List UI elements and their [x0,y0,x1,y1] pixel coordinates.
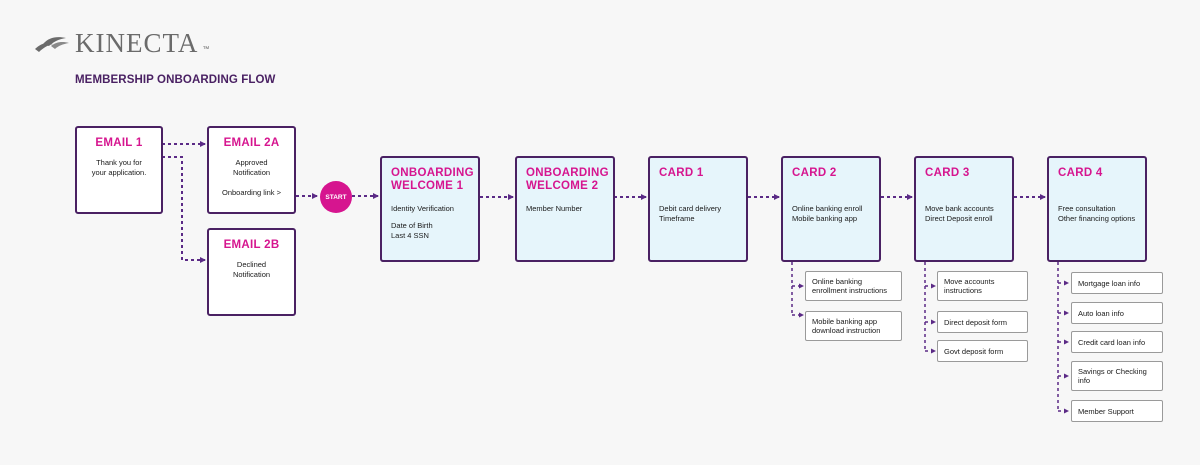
sub-item-text: download instruction [812,326,881,335]
welcome-1-line: Date of Birth [391,221,433,230]
email-2a-line: Notification [232,168,271,177]
email-2a-title: EMAIL 2A [223,137,280,149]
email-2a-line: Approved [235,158,268,167]
logo-trademark: ™ [202,46,210,53]
card-3-title: CARD 3 [925,167,970,179]
card-3-line: Direct Deposit enroll [925,214,993,223]
card-3-sub-item: Govt deposit form [937,340,1028,362]
card-4-sub-item: Mortgage loan info [1071,272,1163,294]
card-2-line: Mobile banking app [792,214,858,223]
card-2-sub-item: Mobile banking app download instruction [805,311,902,341]
card-2-box: CARD 2 Online banking enroll Mobile bank… [781,156,881,262]
card-1-title: CARD 1 [659,167,704,179]
card-3-sub-item: Move accounts instructions [937,271,1028,301]
sub-item-text: instructions [944,286,982,295]
welcome-1-title-line: WELCOME 1 [391,180,464,192]
onboarding-welcome-2-box: ONBOARDING WELCOME 2 Member Number [515,156,615,262]
card-2-line: Online banking enroll [792,204,863,213]
card-2-sub-item: Online banking enrollment instructions [805,271,902,301]
welcome-1-title-line: ONBOARDING [391,167,474,179]
welcome-2-line: Member Number [526,204,583,213]
card-2-title: CARD 2 [792,167,837,179]
card-4-box: CARD 4 Free consultation Other financing… [1047,156,1147,262]
card-3-box: CARD 3 Move bank accounts Direct Deposit… [914,156,1014,262]
card-4-line: Other financing options [1058,214,1136,223]
email-1-line: your application. [91,168,147,177]
card-4-line: Free consultation [1058,204,1116,213]
bird-logo-icon [35,36,69,52]
sub-item-text: enrollment instructions [812,286,888,295]
email-2b-title: EMAIL 2B [223,239,280,251]
sub-item-text: Online banking [812,277,863,286]
card-3-sub-item: Direct deposit form [937,311,1028,333]
sub-item-text: Auto loan info [1078,308,1124,318]
sub-item-text: Move accounts [944,277,995,286]
email-2b-line: Declined [236,260,267,269]
sub-item-text: Mobile banking app [812,317,878,326]
sub-item-text: Direct deposit form [944,317,1007,327]
card-1-line: Debit card delivery [659,204,722,213]
email-1-title: EMAIL 1 [95,137,143,149]
email-2b-box: EMAIL 2B Declined Notification [207,228,296,316]
logo-wordmark: KINECTA [75,28,199,58]
email-2a-box: EMAIL 2A Approved Notification Onboardin… [207,126,296,214]
card-1-box: CARD 1 Debit card delivery Timeframe [648,156,748,262]
kinecta-logo: KINECTA ™ [33,28,209,59]
card-4-sub-item: Savings or Checking info [1071,361,1163,391]
welcome-1-line: Identity Verification [391,204,454,213]
start-badge: START [320,181,352,213]
sub-item-text: Credit card loan info [1078,337,1146,347]
welcome-1-line: Last 4 SSN [391,231,429,240]
card-4-sub-item: Credit card loan info [1071,331,1163,353]
welcome-2-title-line: WELCOME 2 [526,180,599,192]
email-1-line: Thank you for [96,158,142,167]
sub-item-text: Mortgage loan info [1078,278,1141,288]
card-4-title: CARD 4 [1058,167,1103,179]
sub-item-text: Govt deposit form [944,346,1004,356]
card-3-line: Move bank accounts [925,204,994,213]
email-2b-line: Notification [232,270,271,279]
card-1-line: Timeframe [659,214,695,223]
page-title: MEMBERSHIP ONBOARDING FLOW [75,74,276,86]
sub-item-text: Savings or Checking [1078,367,1147,376]
sub-item-text: Member Support [1078,406,1134,416]
onboarding-welcome-1-box: ONBOARDING WELCOME 1 Identity Verificati… [380,156,480,262]
sub-item-text: info [1078,376,1091,385]
card-4-sub-item: Member Support [1071,400,1163,422]
email-1-box: EMAIL 1 Thank you for your application. [75,126,163,214]
card-4-sub-item: Auto loan info [1071,302,1163,324]
welcome-2-title-line: ONBOARDING [526,167,609,179]
onboarding-link[interactable]: Onboarding link > [222,188,281,197]
